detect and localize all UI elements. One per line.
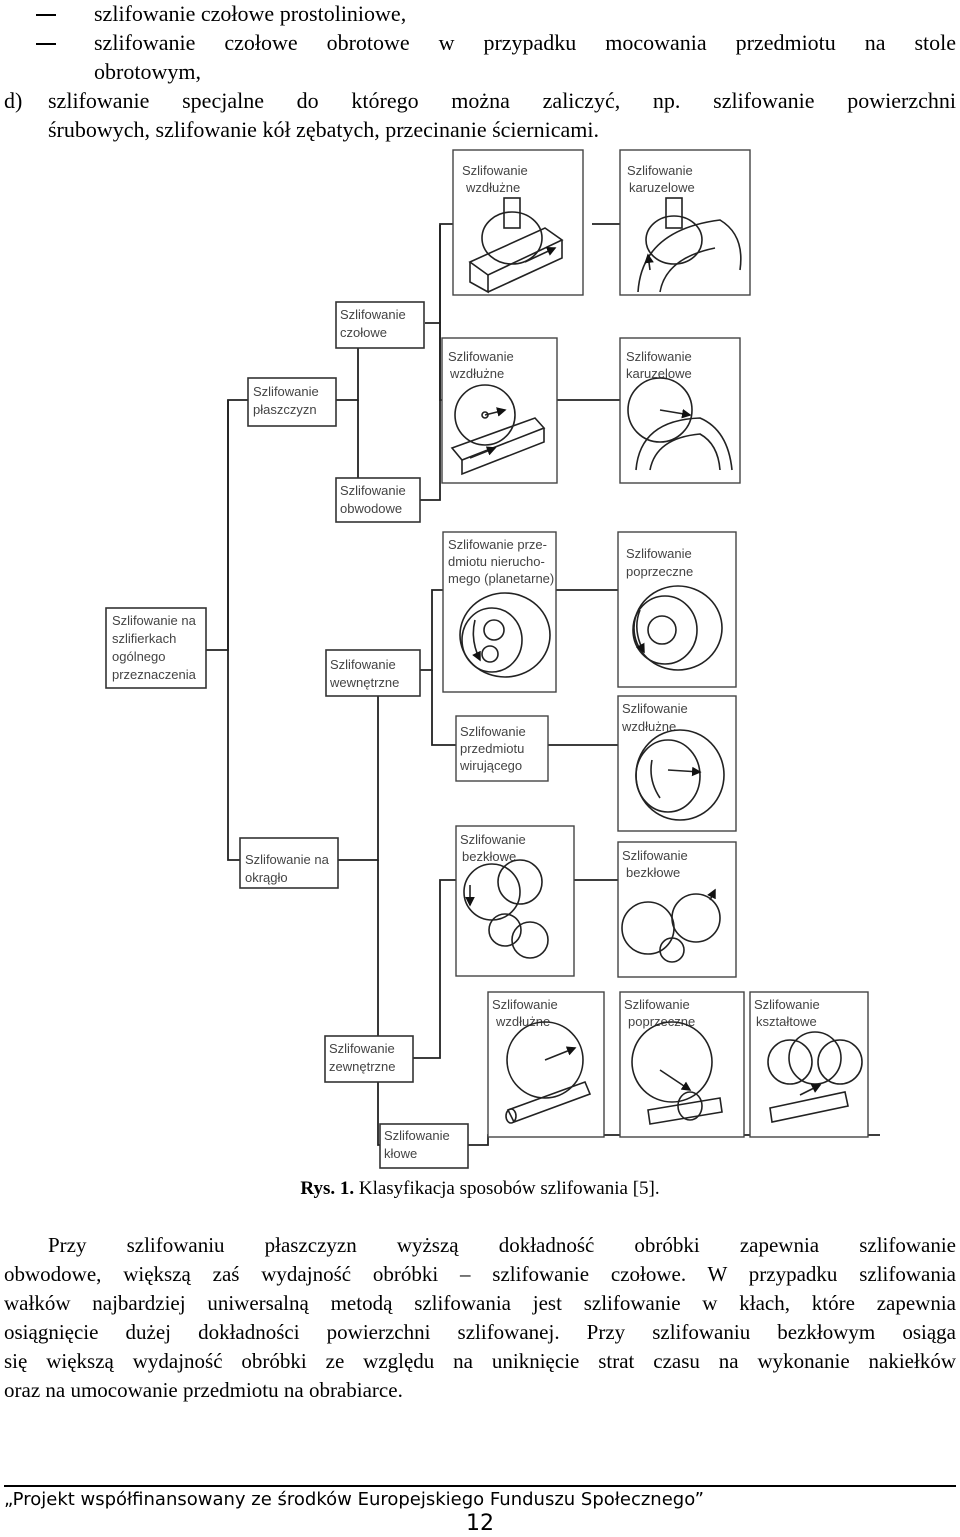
panel-klowe-poprzeczne-1: Szlifowanie bbox=[624, 997, 690, 1012]
panel-planetarne-3: mego (planetarne) bbox=[448, 571, 554, 586]
okraglo-label-2: okrągło bbox=[245, 870, 288, 885]
classification-figure: Szlifowanie na szlifierkach ogólnego prz… bbox=[105, 149, 880, 1169]
grinding-wheel-illustration bbox=[635, 729, 725, 821]
czolowe-label-2: czołowe bbox=[340, 325, 387, 340]
root-label-2: szlifierkach bbox=[112, 631, 176, 646]
zewnetrzne-label-1: Szlifowanie bbox=[329, 1041, 395, 1056]
grinding-wheel-illustration bbox=[505, 1021, 592, 1124]
panel-wew-poprzeczne-1: Szlifowanie bbox=[626, 546, 692, 561]
wewnetrzne-label-1: Szlifowanie bbox=[330, 657, 396, 672]
panel-obwodowe-wzdluzne-2: wzdłużne bbox=[449, 366, 504, 381]
paragraph-line-3: wałków najbardziej uniwersalną metodą sz… bbox=[4, 1291, 956, 1315]
intro-bullet-2-line2: obrotowym, bbox=[94, 59, 201, 84]
grinding-wheel-illustration bbox=[632, 585, 723, 671]
figure-caption-text: Klasyfikacja sposobów szlifowania [5]. bbox=[358, 1178, 660, 1199]
bullet-dash-1 bbox=[36, 14, 56, 16]
intro-item-d-label: d) bbox=[4, 88, 23, 113]
grinding-wheel-illustration bbox=[631, 1021, 723, 1125]
panel-obwodowe-wzdluzne-1: Szlifowanie bbox=[448, 349, 514, 364]
grinding-wheel-illustration bbox=[459, 592, 551, 678]
footer-text: „Projekt współfinansowany ze środków Eur… bbox=[4, 1489, 704, 1510]
zewnetrzne-label-2: zewnętrzne bbox=[329, 1059, 395, 1074]
panel-wirujacego-3: wirującego bbox=[459, 758, 522, 773]
intro-item-d-line1: szlifowanie specjalne do którego można z… bbox=[48, 88, 956, 113]
panel-czolowe-wzdluzne-1: Szlifowanie bbox=[462, 163, 528, 178]
panel-czolowe-karuzelowe-2: karuzelowe bbox=[629, 180, 695, 195]
paragraph-line-6: oraz na umocowanie przedmiotu na obrabia… bbox=[4, 1378, 403, 1402]
panel-wirujacego-2: przedmiotu bbox=[460, 741, 524, 756]
root-label-4: przeznaczenia bbox=[112, 667, 197, 682]
panel-czolowe-wzdluzne-2: wzdłużne bbox=[465, 180, 520, 195]
panel-wew-wzdluzne-1: Szlifowanie bbox=[622, 701, 688, 716]
panel-klowe-ksztaltowe-1: Szlifowanie bbox=[754, 997, 820, 1012]
panel-klowe-ksztaltowe-2: kształtowe bbox=[756, 1014, 817, 1029]
obwodowe-label-2: obwodowe bbox=[340, 501, 402, 516]
intro-item-d-line2: śrubowych, szlifowanie kół zębatych, prz… bbox=[48, 117, 599, 142]
panel-zew-bezklowe-1: Szlifowanie bbox=[622, 848, 688, 863]
footer-divider bbox=[4, 1485, 956, 1487]
panel-klowe-poprzeczne-2: poprzeczne bbox=[628, 1014, 695, 1029]
panel-zew-bezklowe-2: bezkłowe bbox=[626, 865, 680, 880]
grinding-wheel-illustration bbox=[767, 1031, 863, 1123]
panel-obwodowe-karuzelowe-2: karuzelowe bbox=[626, 366, 692, 381]
root-label-1: Szlifowanie na bbox=[112, 613, 197, 628]
grinding-wheel-illustration bbox=[468, 197, 564, 294]
panel-klowe-wzdluzne-1: Szlifowanie bbox=[492, 997, 558, 1012]
paragraph-line-5: się większą wydajność obróbki ze względu… bbox=[4, 1349, 956, 1373]
grinding-wheel-illustration bbox=[637, 197, 742, 293]
intro-bullet-1: szlifowanie czołowe prostoliniowe, bbox=[94, 1, 407, 26]
panel-wew-poprzeczne-2: poprzeczne bbox=[626, 564, 693, 579]
panel-planetarne-1: Szlifowanie prze- bbox=[448, 537, 547, 552]
paragraph-line-4: osiągnięcie dużej dokładności powierzchn… bbox=[4, 1320, 956, 1344]
panel-wew-wzdluzne-2: wzdłużne bbox=[621, 719, 676, 734]
panel-czolowe-karuzelowe-1: Szlifowanie bbox=[627, 163, 693, 178]
grinding-wheel-illustration bbox=[463, 859, 549, 959]
intro-bullet-2-line1: szlifowanie czołowe obrotowe w przypadku… bbox=[94, 30, 956, 55]
okraglo-label-1: Szlifowanie na bbox=[245, 852, 330, 867]
paragraph-line-1: Przy szlifowaniu płaszczyzn wyższą dokła… bbox=[48, 1233, 956, 1257]
figure-caption-label: Rys. 1. bbox=[300, 1178, 355, 1199]
klowe-label-1: Szlifowanie bbox=[384, 1128, 450, 1143]
grinding-wheel-illustration bbox=[450, 384, 546, 476]
panel-wirujacego-1: Szlifowanie bbox=[460, 724, 526, 739]
page-number: 12 bbox=[466, 1511, 494, 1536]
panel-wew-bezklowe-1: Szlifowanie bbox=[460, 832, 526, 847]
panel-wew-bezklowe-2: bezkłowe bbox=[462, 849, 516, 864]
plaszczyzn-label-2: płaszczyzn bbox=[253, 402, 317, 417]
panel-klowe-wzdluzne-2: wzdłużne bbox=[495, 1014, 550, 1029]
root-label-3: ogólnego bbox=[112, 649, 166, 664]
bullet-dash-2 bbox=[36, 43, 56, 45]
grinding-wheel-illustration bbox=[627, 377, 733, 471]
plaszczyzn-label-1: Szlifowanie bbox=[253, 384, 319, 399]
paragraph-line-2: obwodowe, większą zaś wydajność obróbki … bbox=[4, 1262, 956, 1286]
czolowe-label-1: Szlifowanie bbox=[340, 307, 406, 322]
wewnetrzne-label-2: wewnętrzne bbox=[329, 675, 399, 690]
panel-obwodowe-karuzelowe-1: Szlifowanie bbox=[626, 349, 692, 364]
panel-planetarne-2: dmiotu nierucho- bbox=[448, 554, 545, 569]
obwodowe-label-1: Szlifowanie bbox=[340, 483, 406, 498]
klowe-label-2: kłowe bbox=[384, 1146, 417, 1161]
grinding-wheel-illustration bbox=[621, 888, 721, 963]
figure-caption: Rys. 1. Klasyfikacja sposobów szlifowani… bbox=[0, 1178, 960, 1200]
